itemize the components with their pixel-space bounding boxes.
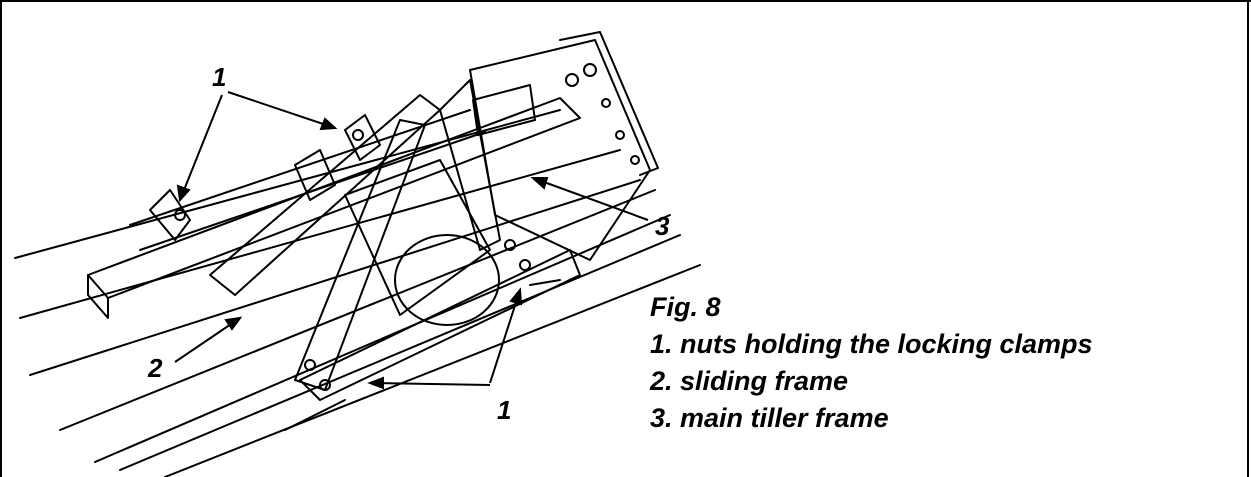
rail-line — [119, 234, 681, 471]
leader-arrowhead — [319, 117, 338, 131]
clamp — [344, 114, 381, 161]
square-beam — [87, 97, 581, 299]
nut — [504, 239, 516, 251]
rail-line — [94, 214, 671, 463]
legend-item-main-frame: 3. main tiller frame — [650, 403, 889, 433]
leader-nuts-top-b — [227, 91, 336, 129]
leader-arrowhead — [224, 316, 243, 331]
leader-arrowhead — [509, 287, 523, 306]
leader-arrowhead — [530, 177, 549, 190]
nut — [174, 209, 186, 221]
strut — [439, 79, 501, 251]
cylinder-end — [394, 234, 500, 326]
leader-arrowhead — [367, 376, 384, 390]
leader-nuts-bottom-a — [489, 289, 521, 384]
leader-main-frame — [532, 177, 649, 221]
nut — [304, 359, 316, 371]
nut — [519, 259, 531, 271]
frame-left-border — [0, 0, 2, 477]
callout-sliding-frame: 2 — [148, 353, 163, 383]
lower-bar — [299, 249, 581, 401]
strut — [294, 119, 426, 391]
bolt — [583, 63, 597, 77]
rail-line — [29, 179, 641, 376]
leader-nuts-bottom-b — [369, 382, 491, 386]
leader-arrowhead — [176, 184, 191, 203]
rail-line — [14, 109, 561, 259]
frame-right-border — [1247, 0, 1249, 477]
nut — [319, 379, 331, 391]
cylinder — [344, 159, 491, 316]
round-shaft — [129, 109, 471, 226]
legend-item-sliding-frame: 2. sliding frame — [650, 366, 849, 396]
bolt — [601, 98, 611, 108]
pin — [529, 279, 561, 286]
leader-nuts-top-a — [179, 94, 223, 201]
bolt — [565, 73, 579, 87]
square-beam-end — [87, 274, 109, 319]
clamp — [294, 149, 336, 201]
frame-top-border — [0, 0, 1251, 2]
pin — [284, 399, 346, 431]
rail-line — [164, 264, 701, 477]
rail-line — [59, 189, 656, 431]
figure-title: Fig. 8 — [650, 292, 721, 322]
main-frame-plate — [559, 31, 659, 176]
rail-line — [19, 149, 621, 319]
clamp — [149, 189, 191, 241]
bolt — [615, 130, 625, 140]
nut — [352, 129, 364, 141]
callout-main-frame: 3 — [655, 211, 670, 241]
bolt — [630, 155, 640, 165]
square-block — [472, 84, 536, 136]
legend-item-nuts: 1. nuts holding the locking clamps — [650, 329, 1093, 359]
callout-nuts-bottom: 1 — [497, 395, 512, 425]
figure-caption: Fig. 8 1. nuts holding the locking clamp… — [650, 289, 1240, 437]
callout-nuts-top: 1 — [212, 62, 227, 92]
